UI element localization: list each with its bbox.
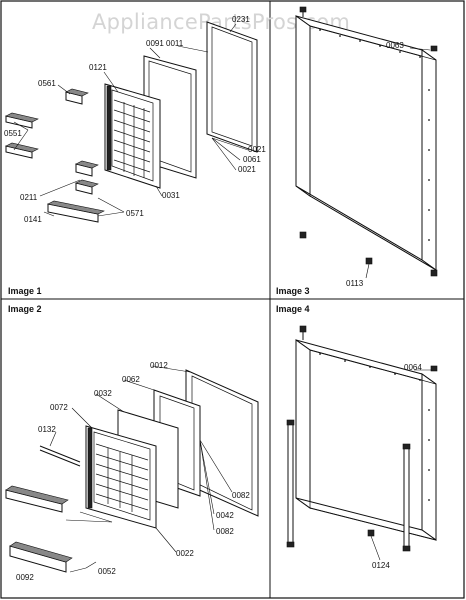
hinge-pin-top-right	[430, 45, 438, 52]
image1-drawing	[5, 21, 258, 223]
part-label-0571: 0571	[126, 209, 144, 218]
part-label-0082-lower: 0082	[216, 527, 234, 536]
part-label-0121: 0121	[89, 63, 107, 72]
hinge-pin-0124	[367, 529, 375, 537]
part-label-0551: 0551	[4, 129, 22, 138]
bin-0571-b	[75, 179, 99, 195]
frame-right-edge	[421, 49, 437, 271]
image3-drawing	[295, 6, 438, 279]
bin-0561	[65, 88, 89, 105]
image2-drawing	[5, 365, 259, 573]
part-label-0022: 0022	[176, 549, 194, 558]
part-label-0091: 0091	[146, 39, 164, 48]
shelf-0092-lower	[9, 541, 73, 573]
part-label-0231: 0231	[232, 15, 250, 24]
part-label-0064: 0064	[404, 363, 422, 372]
part-label-0132: 0132	[38, 425, 56, 434]
frame-top-edge	[295, 15, 437, 61]
part-label-0063: 0063	[386, 41, 404, 50]
hinge-pin-0113	[365, 257, 373, 265]
frame4-bottom-edge	[295, 497, 437, 541]
part-label-0211: 0211	[20, 193, 38, 202]
bin-0571-a	[75, 160, 99, 177]
heater-rod-left	[286, 419, 295, 548]
rod-0132	[39, 445, 81, 463]
part-label-0082-upper: 0082	[232, 491, 250, 500]
shelf-0092-upper	[5, 485, 69, 513]
part-label-0021-lower: 0021	[238, 165, 256, 174]
part-label-0042: 0042	[216, 511, 234, 520]
hinge-pin4-top-left	[299, 325, 307, 333]
part-label-0012: 0012	[150, 361, 168, 370]
back-panel-0011	[206, 21, 258, 153]
image1-labels: 0231 0091 0011 0121 0561 0551 0021 0061 …	[4, 15, 266, 224]
part-label-0113: 0113	[346, 279, 364, 288]
door-gasket-strip	[106, 85, 112, 171]
image4-drawing	[286, 325, 438, 561]
image2-labels: 0012 0062 0032 0072 0132 0082 0042 0082 …	[16, 361, 250, 582]
part-label-0032: 0032	[94, 389, 112, 398]
part-label-0061: 0061	[243, 155, 261, 164]
heater-rod-right	[402, 443, 411, 552]
bin-0551-b	[5, 142, 39, 159]
frame4-right-edge	[421, 373, 437, 541]
panel-label-image1: Image 1	[8, 286, 42, 296]
door-shelving-0121	[113, 99, 151, 178]
frame-left-edge	[295, 15, 311, 197]
image3-labels: 0063 0113	[346, 41, 404, 288]
part-label-0092: 0092	[16, 573, 34, 582]
part-label-0124: 0124	[372, 561, 390, 570]
panel-label-image3: Image 3	[276, 286, 310, 296]
frame4-left-edge	[295, 339, 311, 509]
image4-labels: 0064 0124	[372, 363, 422, 570]
door-shelving	[95, 443, 149, 512]
part-label-0561: 0561	[38, 79, 56, 88]
part-label-0031: 0031	[162, 191, 180, 200]
part-label-0062: 0062	[122, 375, 140, 384]
hinge-pin-bottom-right	[430, 269, 438, 277]
frame4-top-edge	[295, 339, 437, 385]
part-label-0011: 0011	[166, 39, 184, 48]
hinge-pin-0064	[430, 365, 438, 372]
shelf-0141	[47, 200, 105, 223]
hinge-pin-0063	[299, 6, 307, 17]
hinge-pin-bottom-left	[299, 231, 307, 239]
panel-label-image4: Image 4	[276, 304, 310, 314]
part-label-0072: 0072	[50, 403, 68, 412]
bin-0551-a	[5, 112, 39, 129]
panel-label-image2: Image 2	[8, 304, 42, 314]
part-label-0052: 0052	[98, 567, 116, 576]
part-label-0141: 0141	[24, 215, 42, 224]
part-label-0021-upper: 0021	[248, 145, 266, 154]
door-gasket-0022	[87, 427, 93, 509]
